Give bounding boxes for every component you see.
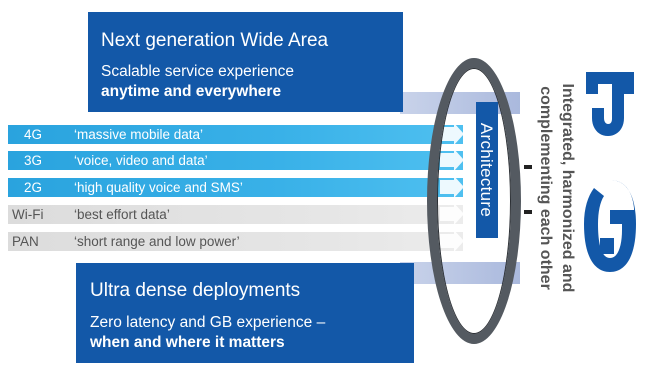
ultra-dense-title: Ultra dense deployments — [90, 280, 301, 301]
wide-area-line1: Scalable service experience — [101, 63, 294, 80]
side-text-line2: complementing each other — [537, 86, 554, 290]
ultra-dense-line2: when and where it matters — [90, 334, 285, 351]
architecture-ring — [427, 58, 521, 344]
side-text-line1: Integrated, harmonized and — [559, 83, 576, 293]
logo-5-glyph — [586, 72, 634, 136]
band-description: ‘high quality voice and SMS’ — [74, 180, 243, 195]
band-description: ‘short range and low power’ — [74, 234, 240, 249]
ultra-dense-line1: Zero latency and GB experience – — [90, 314, 326, 331]
architecture-label-bg — [476, 102, 498, 238]
5g-logo — [584, 72, 636, 272]
band-generation: 3G — [24, 153, 43, 168]
wide-area-line2: anytime and everywhere — [101, 83, 282, 100]
band-generation: 4G — [24, 127, 43, 142]
5g-logo-text: 5G — [0, 0, 1, 1]
wide-area-title: Next generation Wide Area — [101, 30, 329, 51]
band-pan: PAN ‘short range and low power’ — [8, 232, 463, 251]
band-description: ‘massive mobile data’ — [74, 127, 204, 142]
band-description: ‘best effort data’ — [74, 207, 170, 222]
ultra-dense-panel: Ultra dense deployments Zero latency and… — [76, 263, 414, 363]
band-2g: 2G ‘high quality voice and SMS’ — [8, 178, 463, 197]
band-4g: 4G ‘massive mobile data’ — [8, 125, 463, 144]
band-generation: PAN — [12, 234, 39, 249]
logo-g-slot — [600, 238, 614, 254]
logo-g-glyph — [584, 180, 636, 272]
band-wifi: Wi-Fi ‘best effort data’ — [8, 205, 463, 224]
separator-mark — [524, 165, 532, 169]
band-3g: 3G ‘voice, video and data’ — [8, 151, 463, 170]
band-generation: Wi-Fi — [12, 207, 44, 222]
wide-area-panel: Next generation Wide Area Scalable servi… — [88, 12, 403, 112]
architecture-label: Architecture — [477, 122, 496, 218]
band-generation: 2G — [24, 180, 43, 195]
architecture-ring-inner — [437, 68, 511, 334]
band-description: ‘voice, video and data’ — [74, 153, 208, 168]
separator-mark — [524, 210, 532, 214]
